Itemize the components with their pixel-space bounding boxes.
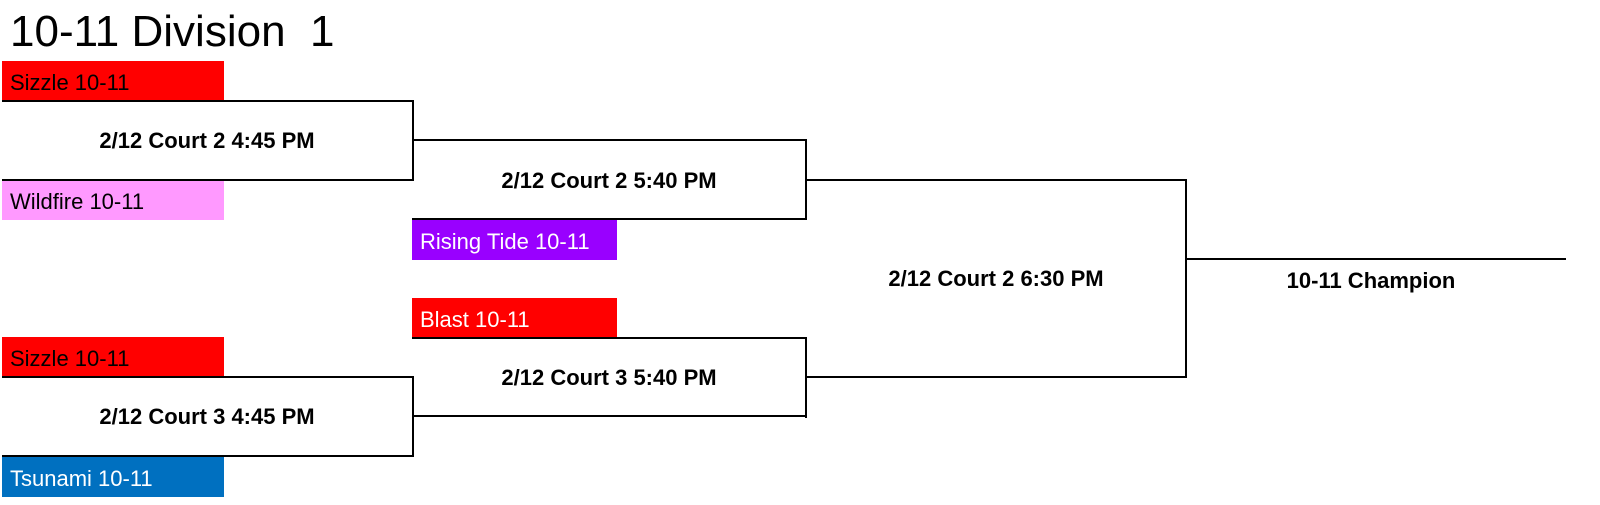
game-label: 2/12 Court 3 4:45 PM [99, 404, 315, 429]
team-slot: Tsunami 10-11 [2, 457, 224, 497]
bracket-line [412, 415, 807, 417]
bracket-line [2, 179, 414, 181]
bracket-line [412, 139, 807, 141]
game-label: 2/12 Court 2 4:45 PM [99, 128, 315, 153]
team-slot: Wildfire 10-11 [2, 180, 224, 220]
team-slot: Sizzle 10-11 [2, 337, 224, 377]
bracket-line [805, 179, 1187, 181]
team-slot: Blast 10-11 [412, 298, 617, 338]
game-label: 2/12 Court 2 5:40 PM [501, 168, 717, 193]
game-label: 2/12 Court 2 6:30 PM [888, 266, 1104, 291]
champion-label: 10-11 Champion [1286, 268, 1456, 293]
bracket-line [412, 218, 807, 220]
bracket-line [1185, 258, 1566, 260]
page-title: 10-11 Division 1 [10, 7, 335, 56]
team-slot: Sizzle 10-11 [2, 61, 224, 101]
team-slot: Rising Tide 10-11 [412, 220, 617, 260]
bracket-line [412, 337, 807, 339]
bracket-line [2, 376, 414, 378]
bracket-line [805, 376, 1187, 378]
bracket-line [2, 455, 414, 457]
bracket-line [1185, 179, 1187, 378]
bracket-line [2, 100, 414, 102]
game-label: 2/12 Court 3 5:40 PM [501, 365, 717, 390]
